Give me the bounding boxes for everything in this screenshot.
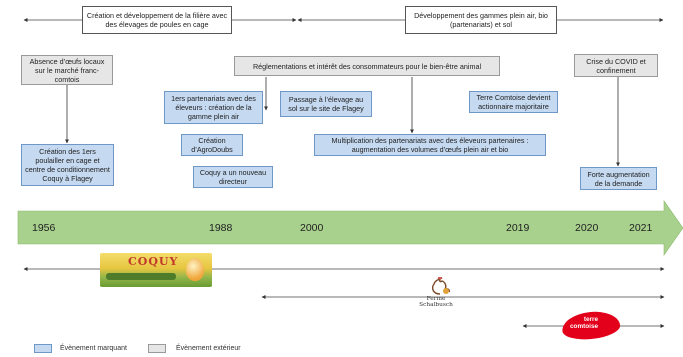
- event-covid-text: Crise du COVID et confinement: [586, 56, 646, 75]
- event-elevage-sol: Passage à l’élevage au sol sur le site d…: [280, 91, 372, 117]
- legend-swatch-exterieur: [148, 344, 166, 353]
- event-creation-agrodoubs: Création d’AgroDoubs: [181, 134, 243, 156]
- schalbusch-logo-text: Ferme Schalbusch: [419, 296, 453, 309]
- coquy-field-graphic: [106, 273, 176, 280]
- event-forte-demande: Forte augmentation de la demande: [580, 167, 657, 190]
- event-agrodoubs-text: Création d’AgroDoubs: [191, 136, 233, 154]
- legend-label-exterieur: Évènement extérieur: [176, 345, 241, 352]
- coquy-logo: COQUY: [100, 253, 212, 287]
- event-partenariats-plein-air: 1ers partenariats avec des éleveurs : cr…: [164, 91, 263, 124]
- event-creation-poulailler-text: Création des 1ers poulailler en cage et …: [25, 147, 110, 183]
- event-nouveau-directeur: Coquy a un nouveau directeur: [193, 166, 273, 188]
- coquy-logo-text: COQUY: [128, 255, 179, 268]
- event-absence-oeufs: Absence d’œufs locaux sur le marché fran…: [21, 55, 113, 85]
- event-creation-poulailler: Création des 1ers poulailler en cage et …: [21, 144, 114, 186]
- event-terre-comtoise-actionnaire: Terre Comtoise devient actionnaire major…: [469, 91, 558, 113]
- event-directeur-text: Coquy a un nouveau directeur: [199, 168, 267, 186]
- event-forte-demande-text: Forte augmentation de la demande: [587, 169, 650, 188]
- event-terre-comtoise-text: Terre Comtoise devient actionnaire major…: [476, 93, 551, 111]
- legend-swatch-marquant: [34, 344, 52, 353]
- event-partenariats-text: 1ers partenariats avec des éleveurs : cr…: [171, 94, 256, 121]
- year-2020: 2020: [575, 222, 599, 234]
- egg-icon: [186, 258, 204, 281]
- terre-comtoise-logo-text: terre comtoise: [570, 316, 599, 330]
- event-covid: Crise du COVID et confinement: [574, 54, 658, 77]
- event-reglementations: Réglementations et intérêt des consommat…: [234, 56, 500, 76]
- event-multiplication-partenariats: Multiplication des partenariats avec des…: [314, 134, 546, 156]
- period-1-text: Création et développement de la filière …: [86, 11, 228, 29]
- period-2-label: Développement des gammes plein air, bio …: [405, 6, 557, 34]
- event-multiplication-text: Multiplication des partenariats avec des…: [331, 136, 529, 154]
- year-1956: 1956: [32, 222, 56, 234]
- event-elevage-sol-text: Passage à l’élevage au sol sur le site d…: [288, 95, 364, 113]
- period-1-label: Création et développement de la filière …: [82, 6, 232, 34]
- year-2021: 2021: [629, 222, 653, 234]
- event-absence-text: Absence d’œufs locaux sur le marché fran…: [29, 56, 105, 84]
- year-2000: 2000: [300, 222, 324, 234]
- terre-comtoise-line2: comtoise: [570, 322, 599, 330]
- year-1988: 1988: [209, 222, 233, 234]
- timeline-band: [17, 200, 683, 256]
- rooster-icon: [431, 277, 450, 295]
- year-2019: 2019: [506, 222, 530, 234]
- terre-comtoise-line1: terre: [583, 316, 599, 323]
- period-2-text: Développement des gammes plein air, bio …: [414, 11, 548, 29]
- legend-label-marquant: Évènement marquant: [60, 345, 127, 352]
- event-reglementations-text: Réglementations et intérêt des consommat…: [252, 61, 482, 71]
